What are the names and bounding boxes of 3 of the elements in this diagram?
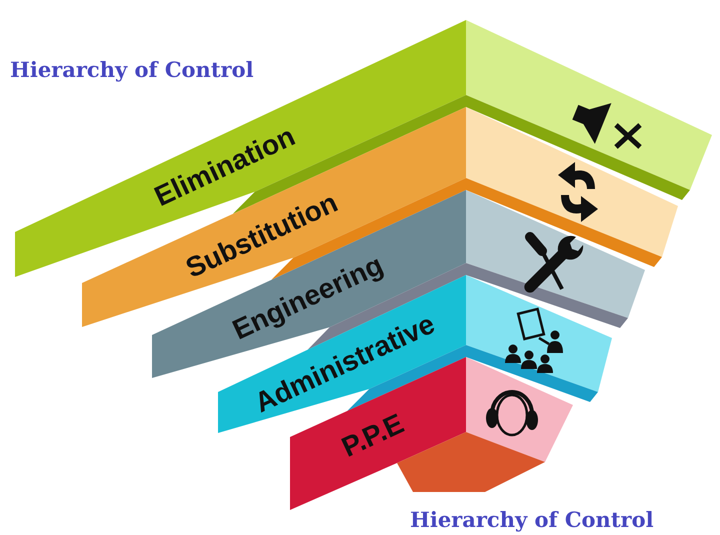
title-text: Hierarchy of Control (410, 507, 654, 532)
title-text: Hierarchy of Control (10, 57, 254, 82)
band-label: P.P.E (337, 408, 408, 464)
